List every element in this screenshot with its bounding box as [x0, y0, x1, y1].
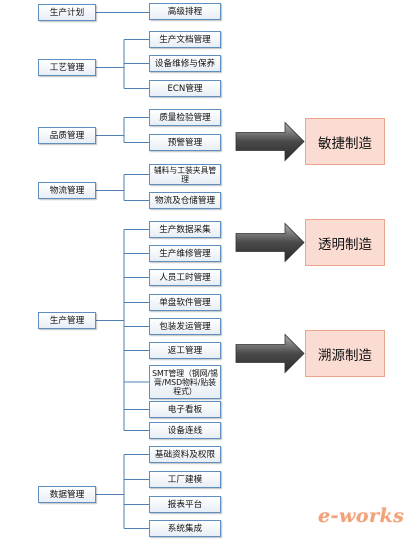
function-box: 人员工时管理 [149, 269, 221, 286]
function-box: 生产维修管理 [149, 245, 221, 262]
right-arrow-icon [235, 121, 305, 162]
function-box: 报表平台 [149, 496, 221, 513]
category-box: 生产计划 [38, 4, 96, 21]
function-box: 生产数据采集 [149, 221, 221, 238]
function-box: 预警管理 [149, 134, 221, 151]
category-box: 工艺管理 [38, 59, 96, 76]
category-box: 品质管理 [38, 127, 96, 144]
function-box: SMT管理（钢网/锡膏/MSD物料/贴装程式） [149, 365, 221, 399]
function-box: 电子看板 [149, 401, 221, 418]
function-box: 生产文档管理 [149, 31, 221, 48]
function-box: 包装发运管理 [149, 318, 221, 335]
function-box: 物流及仓储管理 [149, 192, 221, 209]
e-works-logo: e-works [318, 505, 405, 527]
outcome-box: 敏捷制造 [305, 118, 385, 165]
function-box: 系统集成 [149, 520, 221, 537]
function-box: 辅料与工装夹具管理 [149, 164, 221, 185]
right-arrow-icon [235, 222, 305, 263]
function-box: 单盘软件管理 [149, 294, 221, 311]
function-box: 设备连线 [149, 422, 221, 439]
category-box: 生产管理 [38, 312, 96, 329]
outcome-box: 溯源制造 [305, 330, 385, 377]
function-box: 质量检验管理 [149, 109, 221, 126]
function-box: 返工管理 [149, 342, 221, 359]
function-box: 工厂建模 [149, 471, 221, 488]
function-box: 设备维修与保养 [149, 55, 221, 72]
right-arrow-icon [235, 333, 305, 374]
outcome-box: 透明制造 [305, 219, 385, 266]
category-box: 数据管理 [38, 486, 96, 503]
function-box: 基础资料及权限 [149, 446, 221, 463]
function-box: ECN管理 [149, 80, 221, 97]
category-box: 物流管理 [38, 182, 96, 199]
function-box: 高级排程 [149, 3, 221, 20]
